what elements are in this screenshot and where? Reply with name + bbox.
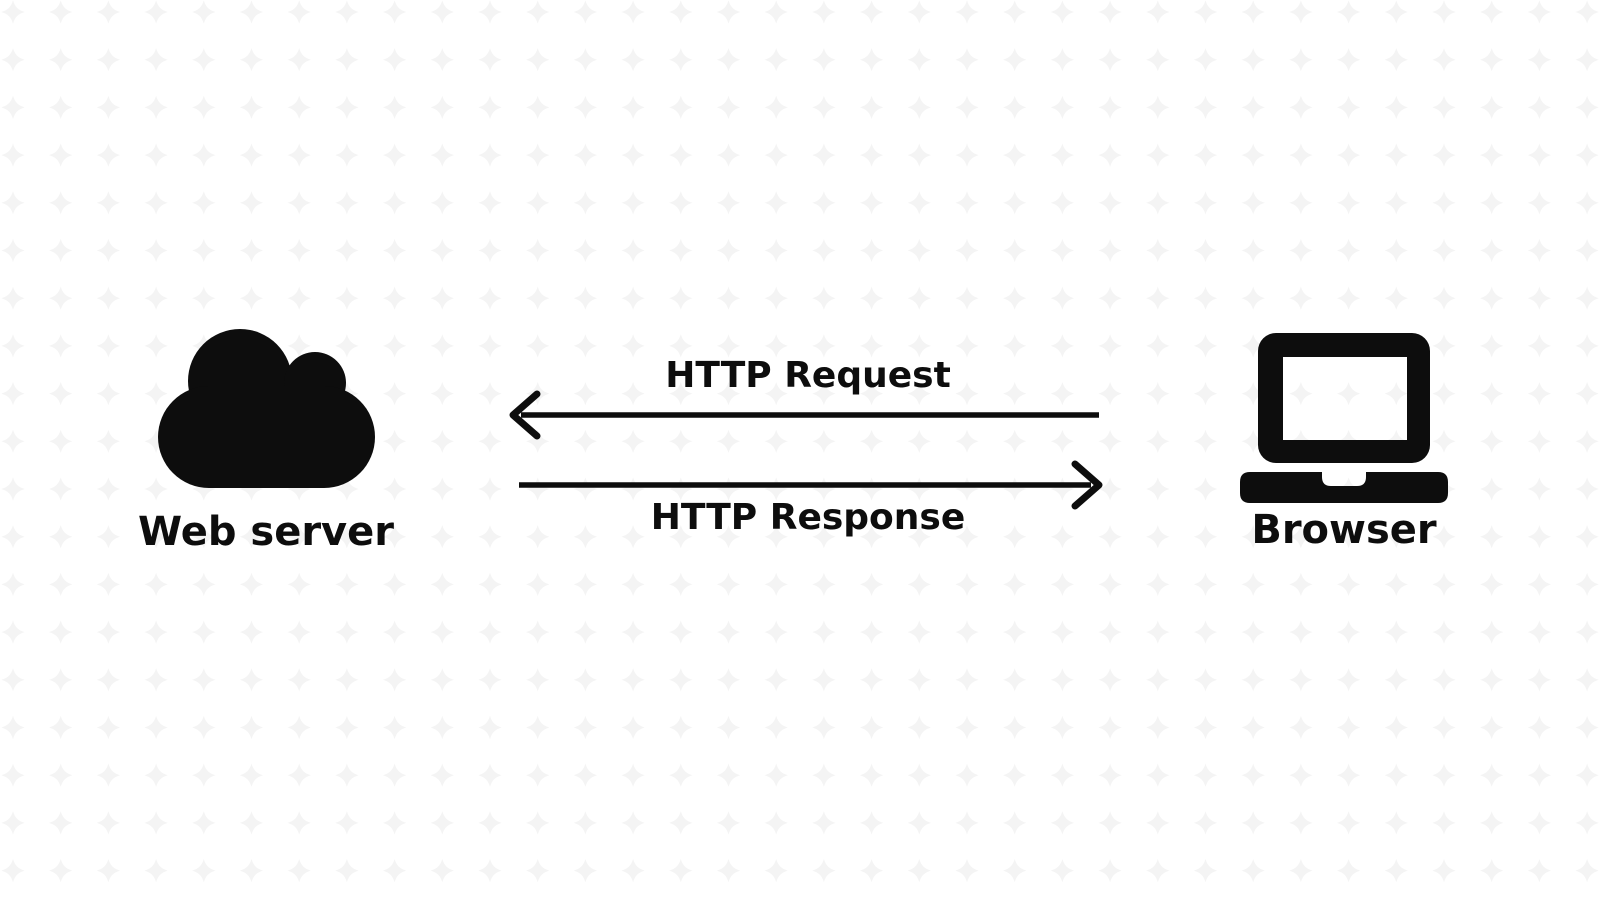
http-request-arrow: [509, 390, 1099, 440]
http-request-label: HTTP Request: [665, 355, 951, 396]
web-server-label: Web server: [138, 509, 394, 555]
http-response-label: HTTP Response: [650, 497, 966, 538]
arrowhead-left-icon: [509, 390, 541, 440]
web-server-node: Web server: [116, 329, 416, 552]
browser-label: Browser: [1251, 507, 1437, 553]
http-response-arrow: [519, 460, 1103, 510]
browser-node: Browser: [1194, 330, 1494, 550]
laptop-icon: [1240, 333, 1448, 503]
cloud-icon: [157, 329, 375, 488]
arrowhead-right-icon: [1071, 460, 1103, 510]
